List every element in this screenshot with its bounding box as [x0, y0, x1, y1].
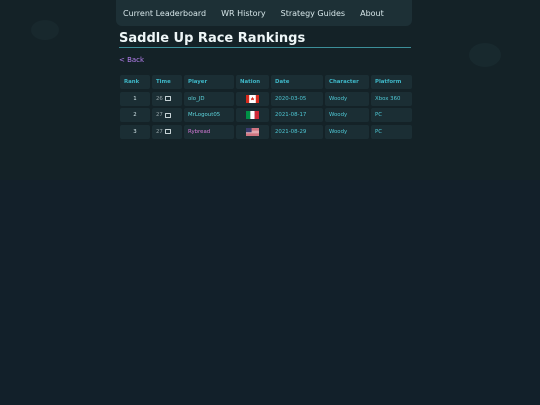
time-value: 27: [156, 128, 163, 135]
table-row-character: Woody: [325, 108, 369, 122]
table-row-player[interactable]: olo_JD: [184, 91, 234, 106]
table-row-nation: [236, 91, 269, 106]
header-nation[interactable]: Nation: [236, 75, 269, 89]
table-row-player[interactable]: Rybread: [184, 124, 234, 139]
table-row-character: Woody: [325, 124, 369, 139]
table-row-platform: PC: [371, 124, 412, 139]
usa-flag-icon: [246, 127, 259, 136]
table-row-nation: [236, 108, 269, 122]
table-row-platform: PC: [371, 108, 412, 122]
table-row-date: 2020-03-05: [271, 91, 323, 106]
table-row-nation: [236, 124, 269, 139]
italy-flag-icon: [246, 111, 259, 119]
video-icon[interactable]: [164, 112, 171, 118]
time-value: 26: [156, 95, 163, 102]
rankings-table: Rank Time Player Nation Date Character P…: [120, 75, 412, 139]
table-row-date: 2021-08-29: [271, 124, 323, 139]
header-rank[interactable]: Rank: [120, 75, 150, 89]
nav-about[interactable]: About: [360, 8, 384, 18]
header-platform[interactable]: Platform: [371, 75, 412, 89]
nav-wr-history[interactable]: WR History: [221, 8, 266, 18]
header-character[interactable]: Character: [325, 75, 369, 89]
time-value: 27: [156, 112, 163, 118]
table-row-platform: Xbox 360: [371, 91, 412, 106]
nav-current-leaderboard[interactable]: Current Leaderboard: [123, 8, 207, 18]
table-row-time[interactable]: 27: [152, 108, 182, 122]
table-row-player[interactable]: MrLogout05: [184, 108, 234, 122]
header-date[interactable]: Date: [271, 75, 323, 89]
title-divider: [119, 47, 411, 48]
table-row-date: 2021-08-17: [271, 108, 323, 122]
table-row-time[interactable]: 26: [152, 91, 182, 106]
video-icon[interactable]: [164, 96, 171, 101]
page-title: Saddle Up Race Rankings: [119, 31, 306, 46]
table-row-rank: 1: [120, 91, 150, 106]
back-link[interactable]: < Back: [119, 56, 145, 64]
video-icon[interactable]: [164, 129, 171, 134]
header-player[interactable]: Player: [184, 75, 234, 89]
header-time[interactable]: Time: [152, 75, 182, 89]
table-row-rank: 3: [120, 124, 150, 139]
top-navigation: Current Leaderboard WR History Strategy …: [116, 0, 412, 26]
canada-flag-icon: [246, 94, 259, 103]
table-row-rank: 2: [120, 108, 150, 122]
nav-strategy-guides[interactable]: Strategy Guides: [280, 8, 346, 18]
table-row-character: Woody: [325, 91, 369, 106]
table-row-time[interactable]: 27: [152, 124, 182, 139]
